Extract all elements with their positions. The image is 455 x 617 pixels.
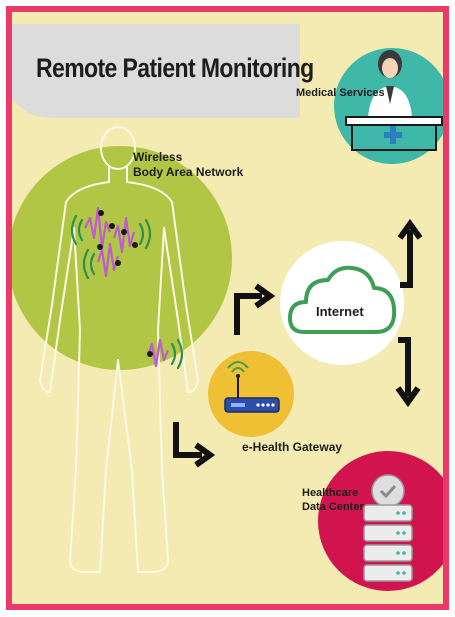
datacenter-label-line2: Data Center [302,500,364,514]
wban-label-line2: Body Area Network [133,165,243,180]
wban-label-line1: Wireless [133,150,243,165]
gateway-circle [208,351,294,437]
datacenter-label-line1: Healthcare [302,486,364,500]
gateway-label: e-Health Gateway [242,440,342,454]
wban-label: Wireless Body Area Network [133,150,243,180]
datacenter-label: Healthcare Data Center [302,486,364,514]
medical-services-label: Medical Services [296,87,385,99]
internet-label: Internet [316,304,364,319]
diagram-title: Remote Patient Monitoring [36,53,314,84]
